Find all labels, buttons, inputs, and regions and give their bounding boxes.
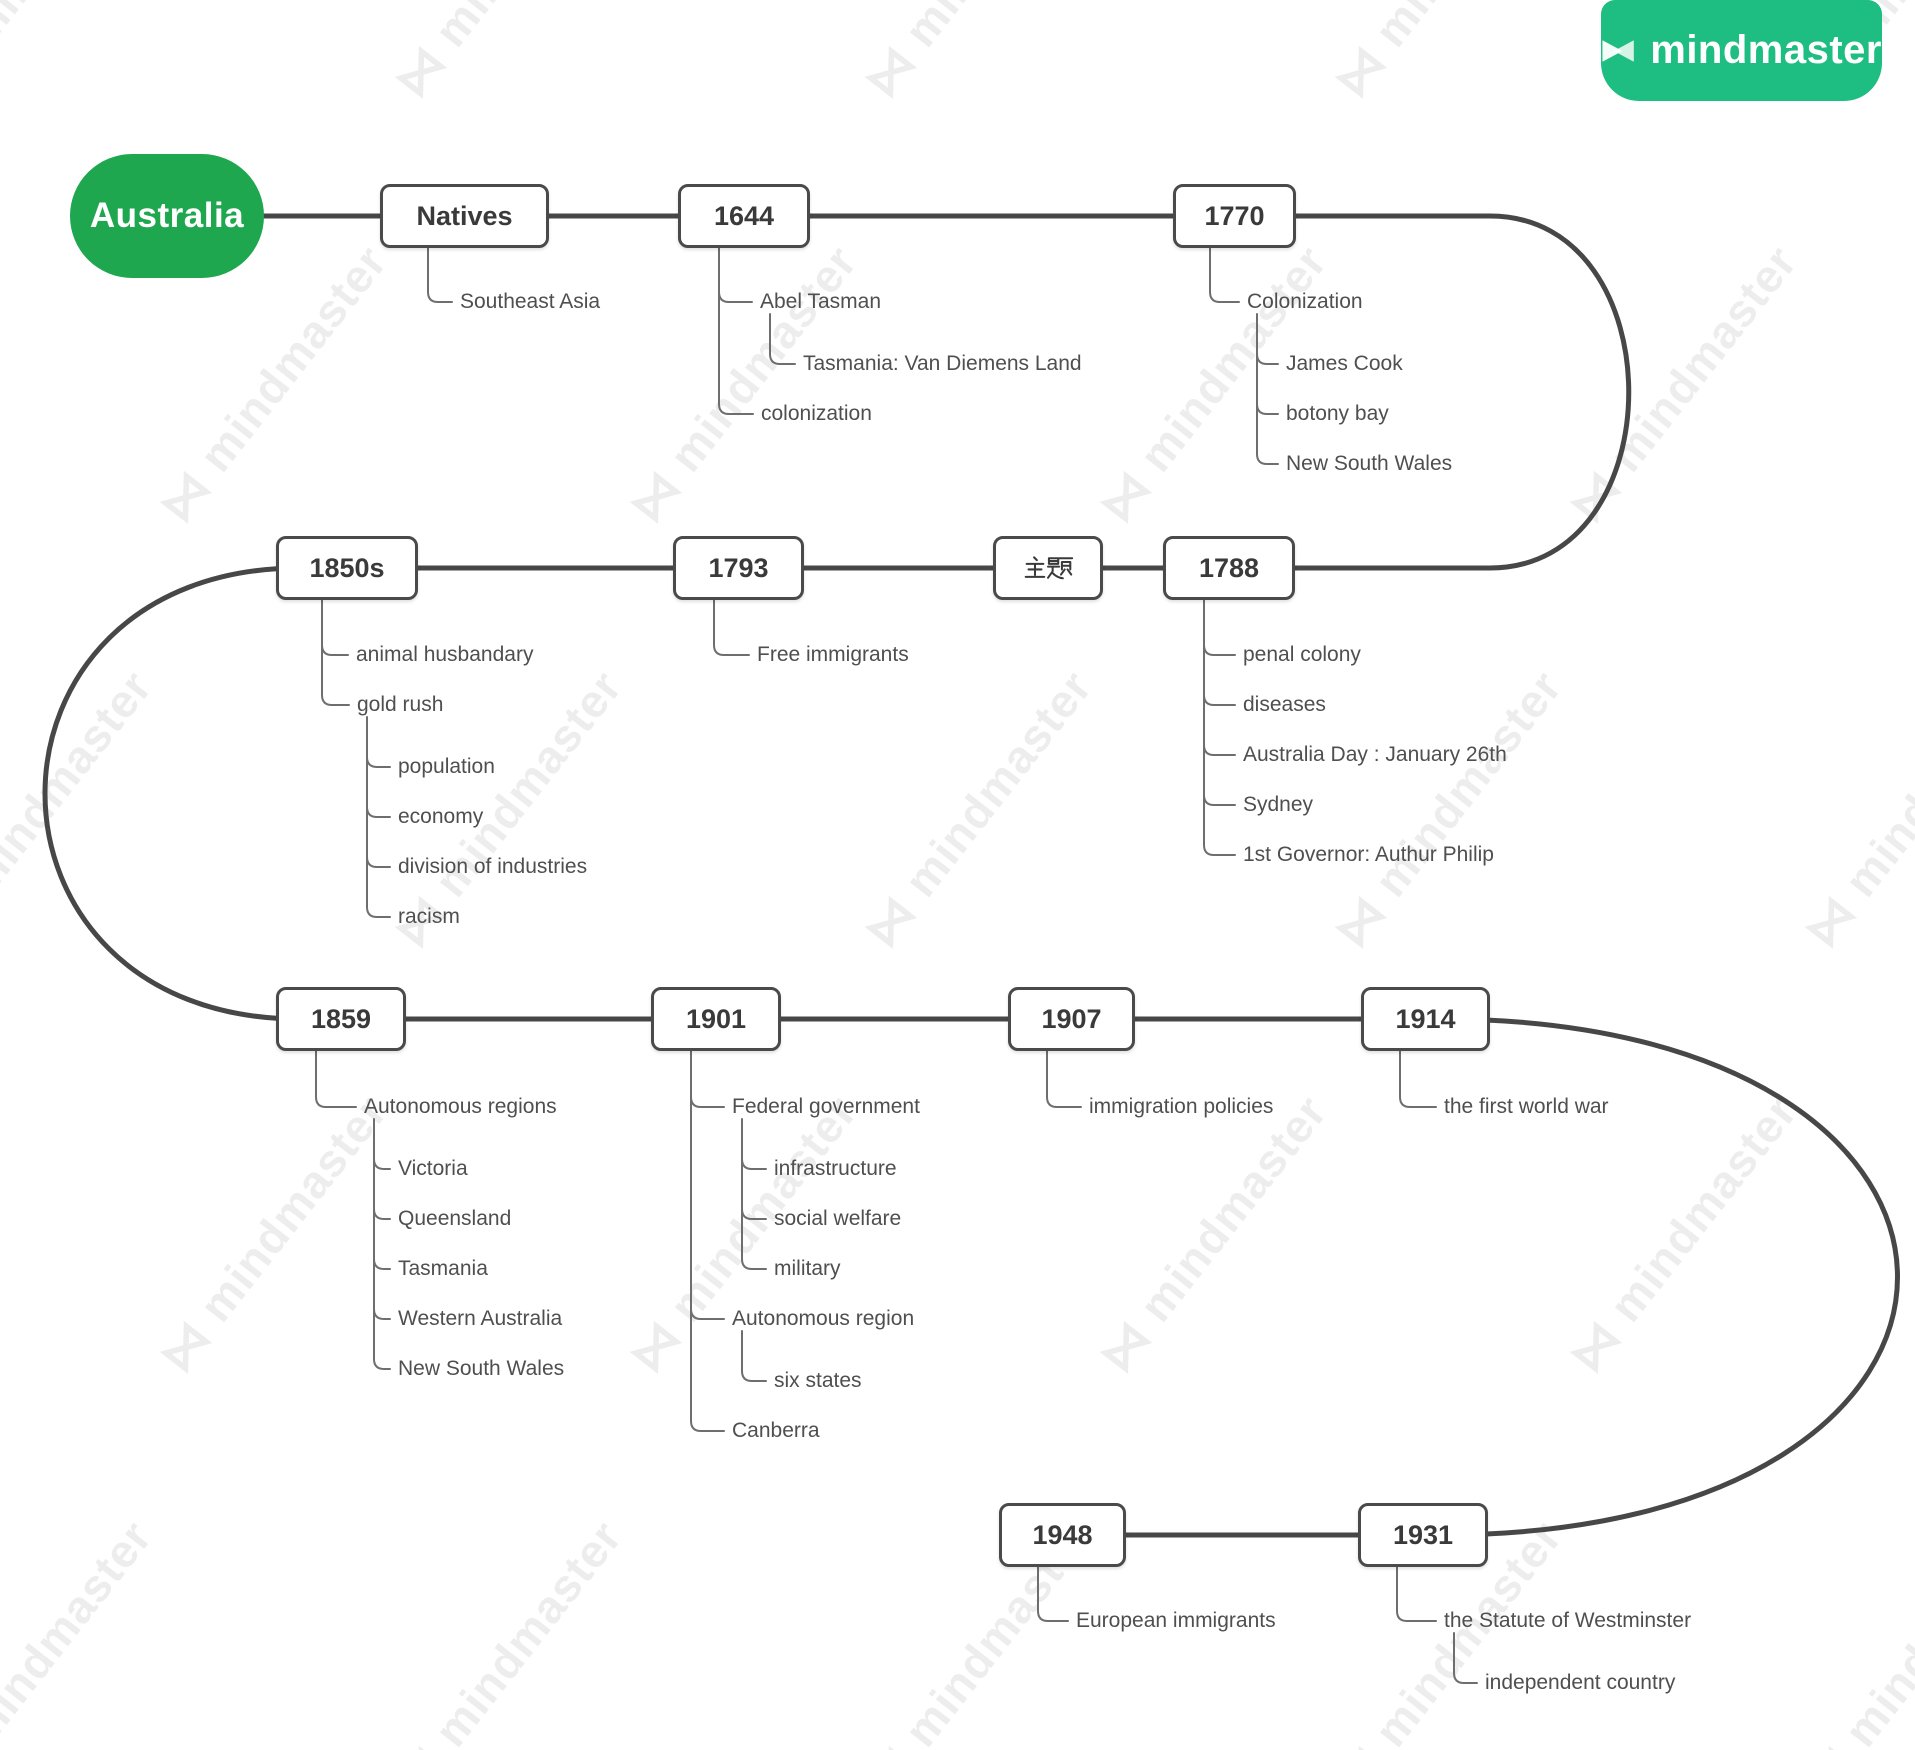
topic-first-governor[interactable]: 1st Governor: Authur Philip (1243, 843, 1494, 866)
child-connector (1453, 1632, 1478, 1684)
timeline-node-1914[interactable]: 1914 (1361, 987, 1490, 1051)
timeline-node-1901[interactable]: 1901 (651, 987, 781, 1051)
node-label: 1793 (708, 552, 769, 583)
topic-gold-rush[interactable]: gold rush (357, 693, 444, 716)
topic-statute-of-westminster[interactable]: the Statute of Westminster (1444, 1609, 1692, 1632)
root-topic-label: Australia (89, 196, 245, 235)
timeline-node-natives[interactable]: Natives (380, 184, 549, 248)
node-label: 1644 (713, 200, 775, 231)
child-connector (690, 1050, 725, 1432)
timeline-node-1770[interactable]: 1770 (1173, 184, 1296, 248)
child-connector (741, 1330, 767, 1382)
child-connector (1396, 1566, 1437, 1622)
topic-independent-country[interactable]: independent country (1485, 1671, 1676, 1694)
timeline-node-1931[interactable]: 1931 (1358, 1503, 1488, 1567)
child-connector (769, 313, 796, 365)
topic-military[interactable]: military (774, 1257, 841, 1280)
timeline-node-1859[interactable]: 1859 (276, 987, 406, 1051)
topic-economy[interactable]: economy (398, 805, 484, 828)
topic-colonization-1770[interactable]: Colonization (1247, 290, 1363, 313)
topic-sydney[interactable]: Sydney (1243, 793, 1314, 816)
timeline-trunk-line (42, 213, 1900, 1538)
topic-botony-bay[interactable]: botony bay (1286, 402, 1389, 425)
node-label: 1901 (685, 1003, 747, 1034)
topic-canberra[interactable]: Canberra (732, 1419, 820, 1442)
topic-animal-husbandary[interactable]: animal husbandary (356, 643, 534, 666)
topic-free-immigrants[interactable]: Free immigrants (757, 643, 909, 666)
topic-tasmania[interactable]: Tasmania (398, 1257, 488, 1280)
topic-queensland[interactable]: Queensland (398, 1207, 512, 1230)
topic-australia-day[interactable]: Australia Day : January 26th (1243, 743, 1507, 766)
timeline-node-1788[interactable]: 1788 (1163, 536, 1295, 600)
topic-racism[interactable]: racism (398, 905, 460, 928)
topic-division-of-industries[interactable]: division of industries (398, 855, 588, 878)
zhuti-cjk-glyphs (1024, 555, 1074, 579)
topic-federal-government[interactable]: Federal government (732, 1095, 920, 1118)
topic-european-immigrants[interactable]: European immigrants (1076, 1609, 1276, 1632)
timeline-node-zhuti[interactable]: 主题 (993, 536, 1103, 600)
topic-autonomous-region-1901[interactable]: Autonomous region (732, 1307, 915, 1330)
node-label: 1931 (1392, 1519, 1454, 1550)
topic-first-world-war[interactable]: the first world war (1444, 1095, 1609, 1118)
topic-colonization-1644[interactable]: colonization (761, 402, 872, 425)
child-connector (1399, 1050, 1437, 1108)
child-connector (713, 599, 750, 656)
child-connector (1037, 1566, 1069, 1622)
timeline-node-1850s[interactable]: 1850s (276, 536, 418, 600)
topic-tasmania-van-diemens-land[interactable]: Tasmania: Van Diemens Land (803, 352, 1082, 375)
child-connector (1256, 313, 1279, 465)
topic-population[interactable]: population (398, 755, 495, 778)
topic-new-south-wales-1770[interactable]: New South Wales (1286, 452, 1453, 475)
child-connector (315, 1050, 357, 1108)
timeline-node-1793[interactable]: 1793 (673, 536, 804, 600)
node-label: 1859 (310, 1003, 372, 1034)
child-connector (373, 1118, 391, 1370)
node-label: 1948 (1032, 1519, 1093, 1550)
timeline-node-1948[interactable]: 1948 (999, 1503, 1126, 1567)
timeline-node-1907[interactable]: 1907 (1008, 987, 1135, 1051)
topic-new-south-wales-1859[interactable]: New South Wales (398, 1357, 565, 1380)
topic-abel-tasman[interactable]: Abel Tasman (760, 290, 882, 313)
topic-immigration-policies[interactable]: immigration policies (1089, 1095, 1274, 1118)
mindmaster-brand-badge: mindmaster (1601, 0, 1882, 101)
topic-james-cook[interactable]: James Cook (1286, 352, 1403, 375)
topic-diseases[interactable]: diseases (1243, 693, 1326, 716)
topic-victoria[interactable]: Victoria (398, 1157, 468, 1180)
topic-autonomous-regions[interactable]: Autonomous regions (364, 1095, 557, 1118)
topic-six-states[interactable]: six states (774, 1369, 862, 1392)
node-label: 1850s (309, 552, 385, 583)
topic-social-welfare[interactable]: social welfare (774, 1207, 902, 1230)
node-label: 1788 (1198, 552, 1260, 583)
child-connector (1209, 247, 1240, 303)
mindmaster-brand-label: mindmaster (1650, 28, 1882, 72)
child-connector (718, 247, 754, 415)
timeline-node-1644[interactable]: 1644 (678, 184, 810, 248)
node-label: Natives (416, 200, 513, 231)
child-connector (366, 716, 391, 918)
topic-western-australia[interactable]: Western Australia (398, 1307, 563, 1330)
mindmaster-logo-icon (1602, 39, 1634, 62)
child-connector (1046, 1050, 1082, 1108)
child-connector (321, 599, 350, 706)
node-label: 1907 (1041, 1003, 1102, 1034)
child-connector (427, 247, 453, 303)
child-connector (741, 1118, 767, 1270)
topic-infrastructure[interactable]: infrastructure (774, 1157, 897, 1180)
root-topic-australia[interactable]: Australia (70, 154, 264, 278)
child-connector (1203, 599, 1236, 856)
node-label: 1770 (1204, 200, 1265, 231)
topic-southeast-asia[interactable]: Southeast Asia (460, 290, 601, 313)
node-label: 1914 (1395, 1003, 1456, 1034)
topic-penal-colony[interactable]: penal colony (1243, 643, 1361, 666)
